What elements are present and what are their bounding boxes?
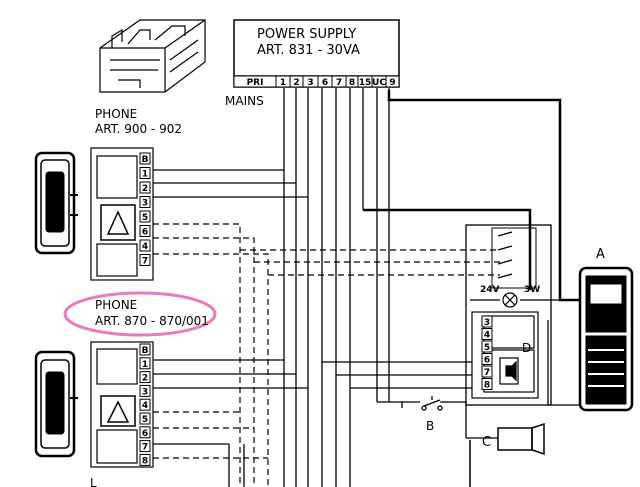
push-button-icon <box>421 396 443 411</box>
bottom-clipped-text: L <box>90 476 97 487</box>
ps-terminal-label: PRI <box>247 78 264 88</box>
terminal-label: 1 <box>142 360 148 370</box>
lamp-icon <box>502 292 518 308</box>
terminal-cell <box>139 453 151 466</box>
lock-icon <box>469 422 545 487</box>
ps-terminal-label: 2 <box>293 78 299 88</box>
phone-bottom-terminals: B 1 2 3 4 5 6 7 8 <box>139 343 151 466</box>
terminal-cell <box>481 315 493 328</box>
ps-terminal-label: 9 <box>389 78 395 88</box>
terminal-cell <box>139 426 151 439</box>
terminal-cell <box>139 371 151 384</box>
terminal-label: 6 <box>142 429 148 439</box>
terminal-cell <box>481 328 493 340</box>
door-panel-label: A <box>596 247 605 262</box>
terminal-label: 7 <box>142 257 148 267</box>
power-supply-title: POWER SUPPLY <box>257 27 356 42</box>
ps-terminal-label: 1 <box>280 78 286 88</box>
terminal-cell <box>139 384 151 397</box>
phone-900-illustration <box>99 19 206 93</box>
speaker-label: D <box>522 341 531 355</box>
terminal-label: B <box>142 155 149 165</box>
relay-box <box>465 224 552 406</box>
terminal-cell <box>481 340 493 353</box>
terminal-cell <box>481 378 493 390</box>
ps-terminal-label: 7 <box>336 78 342 88</box>
terminal-cell <box>139 181 151 194</box>
terminal-label: 6 <box>142 228 148 238</box>
terminal-label: 7 <box>484 368 490 378</box>
ps-terminal-cell <box>385 75 400 88</box>
handset-top-icon <box>34 151 78 255</box>
terminal-label: 1 <box>142 170 148 180</box>
handset-bottom-icon <box>34 350 78 458</box>
ps-terminal-label: 3 <box>307 78 313 88</box>
terminal-label: 5 <box>142 415 148 425</box>
power-supply-model: ART. 831 - 30VA <box>257 43 360 58</box>
terminal-cell <box>481 365 493 378</box>
terminal-label: 4 <box>142 401 148 411</box>
terminal-cell <box>139 357 151 370</box>
terminal-label: 7 <box>142 443 148 453</box>
lamp-power-label: 3W <box>524 285 540 295</box>
ps-terminal-label: UC <box>372 78 386 88</box>
terminal-cell <box>139 254 151 266</box>
terminal-cell <box>139 412 151 425</box>
terminal-label: 8 <box>484 381 490 391</box>
ps-terminal-label: 6 <box>322 78 328 88</box>
phone-bottom-model: ART. 870 - 870/001 <box>95 314 209 328</box>
highlight-ellipse <box>63 291 217 337</box>
terminal-cell <box>139 225 151 237</box>
terminal-cell <box>139 210 151 223</box>
door-panel-terminals: 3 4 5 6 7 8 <box>481 315 493 391</box>
ps-terminal-label: 8 <box>349 78 355 88</box>
terminal-label: 2 <box>142 184 148 194</box>
door-panel-icon <box>578 266 634 412</box>
terminal-cell <box>139 167 151 179</box>
phone-top-title: PHONE <box>95 107 137 121</box>
terminal-label: 6 <box>484 356 490 366</box>
terminal-cell <box>139 239 151 252</box>
phone-bottom-title: PHONE <box>95 298 137 312</box>
terminal-cell <box>481 353 493 365</box>
terminal-label: 3 <box>142 387 148 397</box>
terminal-cell <box>139 440 151 453</box>
speaker-box <box>499 357 519 385</box>
phone-top-model: ART. 900 - 902 <box>95 122 182 136</box>
terminal-label: 4 <box>484 331 490 341</box>
terminal-label: 3 <box>484 318 490 328</box>
warning-triangle-icon <box>106 400 130 423</box>
mains-label: MAINS <box>225 94 264 108</box>
terminal-label: B <box>142 346 149 356</box>
phone-top-terminals: B 1 2 3 5 6 4 7 <box>139 152 151 267</box>
warning-triangle-icon <box>106 210 130 235</box>
push-button-label: B <box>426 419 434 433</box>
terminal-label: 2 <box>142 374 148 384</box>
terminal-label: 5 <box>484 343 490 353</box>
terminal-label: 8 <box>142 456 148 466</box>
wires-solid <box>153 88 590 487</box>
terminal-label: 5 <box>142 213 148 223</box>
lamp-voltage-label: 24V <box>480 285 500 295</box>
wires-dashed <box>153 223 500 487</box>
terminal-label: 3 <box>142 199 148 209</box>
ps-terminal-label: 15 <box>359 78 372 88</box>
terminal-cell <box>139 343 151 356</box>
terminal-cell <box>139 196 151 208</box>
terminal-label: 4 <box>142 242 148 252</box>
terminal-cell <box>139 152 151 165</box>
lock-label: C <box>482 435 491 450</box>
terminal-cell <box>139 398 151 411</box>
